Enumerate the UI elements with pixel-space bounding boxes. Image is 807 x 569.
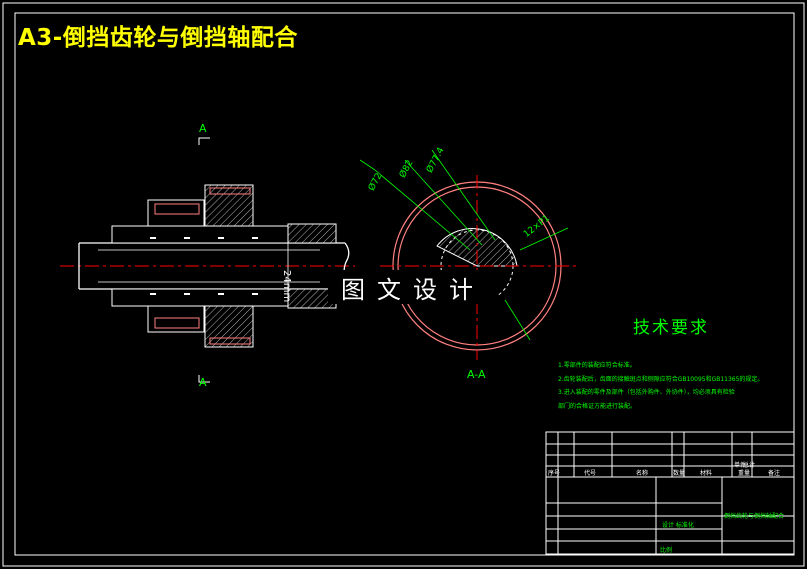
dimension-length: 24mm (281, 270, 292, 303)
section-mark-bottom: A (199, 376, 207, 389)
section-arrow-icon (198, 375, 210, 383)
tech-requirement-item: 3.进入装配的零件及部件（包括外购件、外协件），均必须具有检验 (558, 389, 735, 396)
tb-label-unit: 单件 (734, 462, 747, 469)
gear-lower (111, 288, 337, 348)
tech-requirement-item: 2.齿轮装配后，齿面的接触斑点和侧隙应符合GB10095和GB11365的规定。 (558, 375, 764, 383)
watermark: 图文设计 (328, 270, 498, 304)
tb-label-weight: 重量 (738, 470, 751, 477)
shaft-inner-lines (98, 249, 320, 283)
tb-scale: 比例 (660, 547, 673, 554)
section-view-label: A-A (467, 368, 486, 381)
drawing-title: A3-倒挡齿轮与倒挡轴配合 (18, 25, 298, 51)
tb-label-name: 名称 (636, 470, 649, 477)
tb-sign-row: 设计 标准化 (662, 522, 694, 529)
tb-label-qty: 数量 (673, 470, 686, 477)
tb-label-total: 总计 (743, 462, 756, 469)
tech-requirement-item: 部门的合格证方能进行装配。 (558, 402, 637, 410)
tb-drawing-name: 倒挡齿轮与倒挡轴配合 (724, 513, 785, 520)
gear-upper (111, 184, 337, 244)
section-mark-top: A (199, 122, 207, 135)
tb-label-material: 材料 (700, 470, 713, 477)
tb-label-index: 序号 (548, 470, 561, 477)
tech-requirements-list: 1.零部件的装配应符合标准。 2.齿轮装配后，齿面的接触斑点和侧隙应符合GB10… (558, 359, 763, 413)
tb-label-notes: 备注 (768, 470, 781, 477)
spline-marks (150, 237, 258, 295)
section-view (380, 175, 580, 360)
tech-requirement-item: 1.零部件的装配应符合标准。 (558, 362, 636, 369)
leader-lines (359, 149, 569, 341)
tb-label-code: 代号 (584, 470, 597, 477)
title-block (545, 431, 795, 555)
inner-frame (14, 12, 795, 556)
tech-requirements-title: 技术要求 (633, 318, 709, 338)
section-arrow-icon (198, 137, 210, 145)
